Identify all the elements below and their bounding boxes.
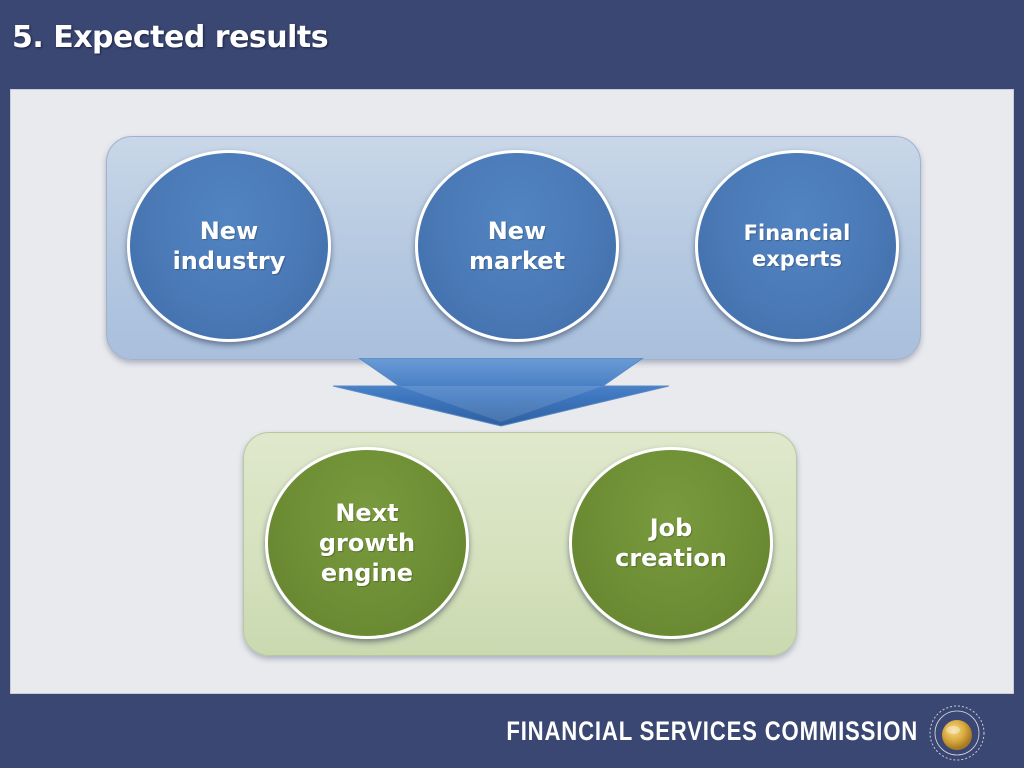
content-panel: New industry New market Financial expert… — [10, 89, 1014, 694]
node-new-market: New market — [415, 150, 619, 342]
node-label: New market — [468, 217, 566, 275]
slide-title: 5. Expected results — [12, 20, 329, 55]
node-job-creation: Job creation — [569, 447, 773, 639]
node-label: Financial experts — [743, 220, 851, 271]
node-label: Job creation — [615, 514, 727, 572]
down-arrow-icon — [333, 358, 669, 427]
node-label: Next growth engine — [318, 499, 416, 587]
fsc-emblem-icon — [929, 705, 985, 761]
node-financial-experts: Financial experts — [695, 150, 899, 342]
node-next-growth-engine: Next growth engine — [265, 447, 469, 639]
footer-brand: FINANCIAL SERVICES COMMISSION — [506, 716, 918, 746]
node-label: New industry — [172, 217, 286, 275]
node-new-industry: New industry — [127, 150, 331, 342]
